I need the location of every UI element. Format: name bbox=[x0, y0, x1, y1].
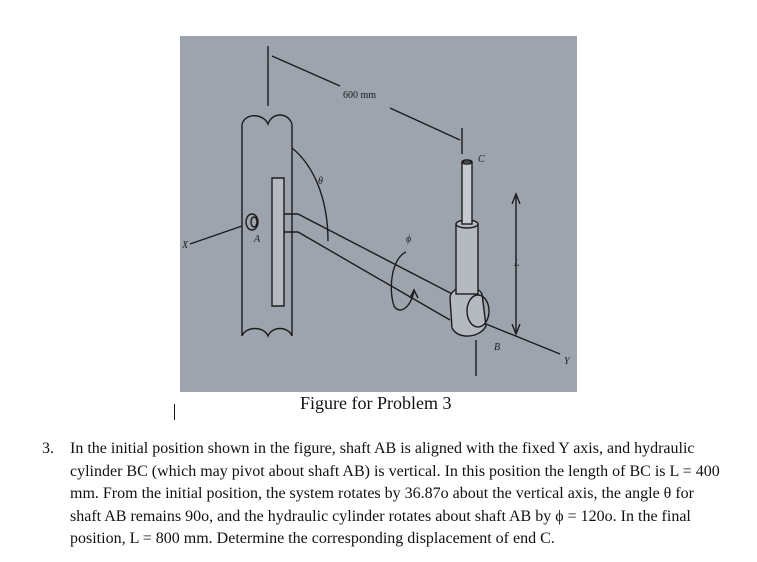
text-cursor bbox=[174, 404, 175, 420]
mechanism-diagram: 600 mm θ ϕ A B C L X Y bbox=[181, 46, 571, 376]
phi-label: ϕ bbox=[406, 234, 411, 245]
problem-number: 3. bbox=[42, 440, 54, 457]
post-bottom-break bbox=[241, 327, 293, 338]
cylinder-rod bbox=[461, 161, 473, 225]
length-l-label: L bbox=[513, 258, 520, 269]
problem-statement: 3. In the initial position shown in the … bbox=[42, 438, 742, 551]
point-b-label: B bbox=[494, 342, 500, 353]
point-a-label: A bbox=[253, 234, 261, 245]
cylinder-body bbox=[455, 223, 479, 295]
axis-x-label: X bbox=[181, 240, 189, 251]
elbow-b-opening bbox=[466, 294, 490, 328]
axis-y-label: Y bbox=[564, 356, 571, 367]
dim-line-right bbox=[389, 107, 461, 141]
pivot-a-bolt bbox=[245, 213, 259, 231]
post-slot bbox=[271, 177, 285, 307]
problem-text: In the initial position shown in the fig… bbox=[70, 440, 720, 547]
phi-arrowhead bbox=[409, 288, 419, 299]
dim-line-left bbox=[271, 55, 341, 87]
l-arrow-top bbox=[511, 192, 521, 205]
dimension-label: 600 mm bbox=[343, 90, 376, 101]
point-c-label: C bbox=[478, 154, 485, 165]
phi-arc bbox=[390, 251, 415, 311]
figure-caption: Figure for Problem 3 bbox=[300, 393, 452, 413]
x-axis-line bbox=[189, 225, 243, 245]
l-arrow-bottom bbox=[511, 323, 521, 336]
shaft-bottom-edge bbox=[284, 231, 451, 321]
theta-arc bbox=[291, 147, 329, 242]
y-axis-line bbox=[485, 323, 561, 355]
shaft-top-edge bbox=[284, 213, 461, 299]
post-top-break bbox=[241, 114, 293, 127]
pivot-a-bolt-inner bbox=[250, 216, 258, 228]
problem-figure: 600 mm θ ϕ A B C L X Y bbox=[180, 36, 577, 392]
theta-label: θ bbox=[318, 176, 323, 187]
rod-top bbox=[461, 159, 473, 165]
